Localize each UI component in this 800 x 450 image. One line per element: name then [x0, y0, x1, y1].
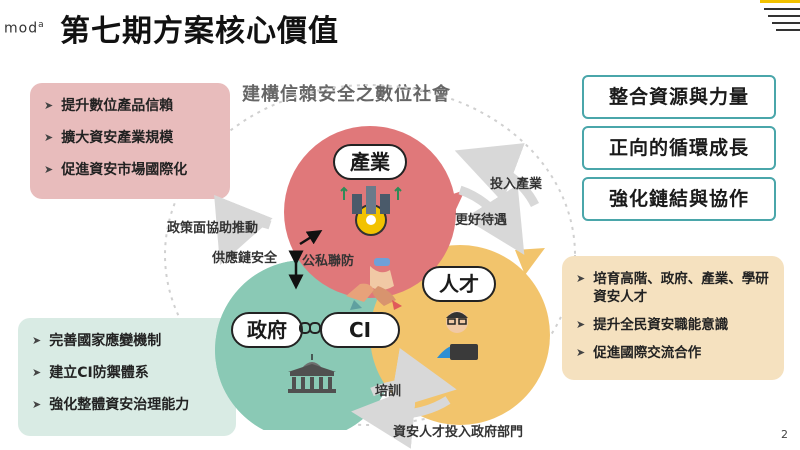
- list-item: ➤提升全民資安職能意識: [576, 317, 729, 333]
- flow-label-supply-chain: 供應鏈安全: [212, 251, 278, 266]
- flow-label-public-private: 公私聯防: [302, 254, 355, 269]
- list-item: ➤促進資安市場國際化: [44, 162, 188, 178]
- page-title: 第七期方案核心價值: [60, 14, 339, 49]
- arrow-bullet-icon: ➤: [44, 99, 54, 112]
- arrow-bullet-icon: ➤: [44, 131, 54, 144]
- moda-logo: moda: [4, 20, 45, 37]
- list-item: ➤擴大資安產業規模: [44, 130, 174, 146]
- page-number: 2: [781, 428, 788, 441]
- handshake-icon: [346, 258, 402, 310]
- flow-label-invest-industry: 投入產業: [490, 177, 543, 192]
- list-item: ➤建立CI防禦體系: [32, 365, 149, 381]
- arrow-bullet-icon: ➤: [32, 398, 42, 411]
- government-building-icon: [288, 354, 336, 393]
- circles-diagram: [215, 126, 550, 430]
- flow-label-talent-to-gov: 資安人才投入政府部門: [393, 425, 524, 440]
- arrow-bullet-icon: ➤: [32, 366, 42, 379]
- flow-label-training: 培訓: [375, 384, 402, 399]
- value-box: 正向的循環成長: [582, 126, 776, 170]
- ci-tag: CI: [320, 312, 400, 348]
- flow-label-policy-support: 政策面協助推動: [167, 221, 259, 236]
- factory-gear-icon: [340, 186, 402, 236]
- government-circle-body: [215, 260, 395, 430]
- diagram-subtitle: 建構信賴安全之數位社會: [242, 84, 451, 105]
- arrow-bullet-icon: ➤: [44, 163, 54, 176]
- list-item: ➤完善國家應變機制: [32, 333, 162, 349]
- arrow-bullet-icon: ➤: [576, 318, 586, 331]
- value-box: 整合資源與力量: [582, 75, 776, 119]
- outer-orbit: [164, 84, 576, 426]
- talent-goals-box: ➤培育高階、政府、產業、學研資安人才 ➤提升全民資安職能意識 ➤促進國際交流合作: [562, 256, 784, 380]
- list-item: ➤提升數位產品信賴: [44, 98, 174, 114]
- list-item: ➤強化整體資安治理能力: [32, 397, 190, 413]
- arrow-bullet-icon: ➤: [576, 272, 586, 285]
- government-tag: 政府: [231, 312, 303, 348]
- industry-goals-box: ➤提升數位產品信賴 ➤擴大資安產業規模 ➤促進資安市場國際化: [30, 83, 230, 199]
- list-item: ➤促進國際交流合作: [576, 345, 702, 361]
- talent-tag: 人才: [422, 266, 496, 302]
- arrow-bullet-icon: ➤: [32, 334, 42, 347]
- chain-link-icon: [299, 322, 321, 334]
- industry-tag: 產業: [333, 144, 407, 180]
- government-goals-box: ➤完善國家應變機制 ➤建立CI防禦體系 ➤強化整體資安治理能力: [18, 318, 236, 436]
- list-item: ➤培育高階、政府、產業、學研資安人才: [576, 271, 769, 305]
- arrow-bullet-icon: ➤: [576, 346, 586, 359]
- corner-stripes-decoration: [760, 0, 800, 31]
- value-box: 強化鏈結與協作: [582, 177, 776, 221]
- flow-label-better-treatment: 更好待遇: [455, 213, 508, 228]
